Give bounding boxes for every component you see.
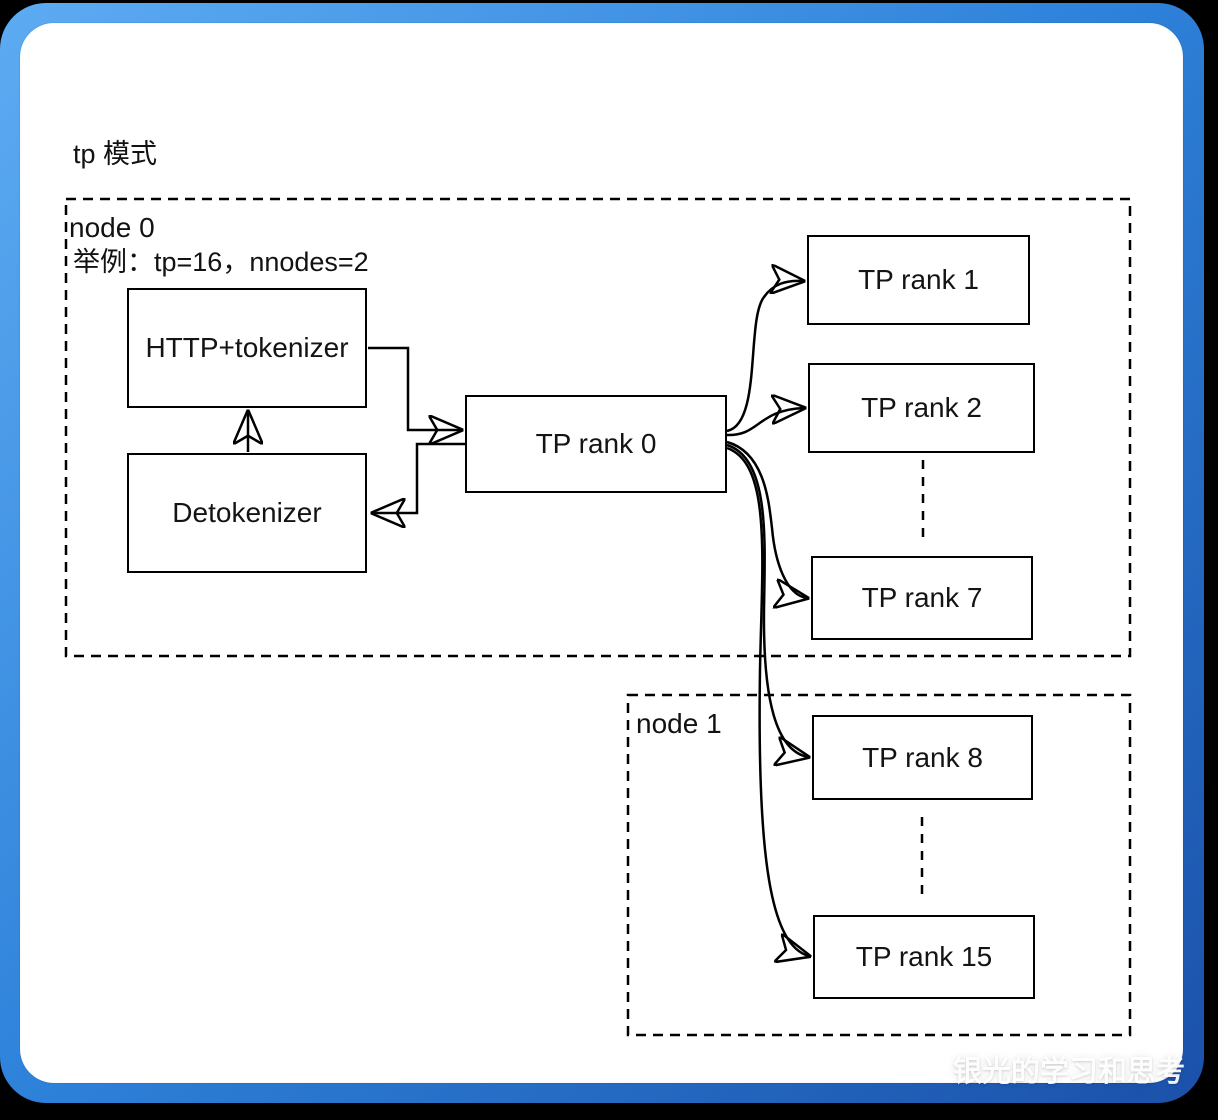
box-detokenizer-label: Detokenizer xyxy=(172,497,322,528)
box-tp-rank-8: TP rank 8 xyxy=(812,715,1033,800)
box-tp-rank-0-label: TP rank 0 xyxy=(535,428,657,459)
box-tp-rank-1-label: TP rank 1 xyxy=(858,264,979,295)
box-tp-rank-15-label: TP rank 15 xyxy=(855,941,993,972)
box-tp-rank-7: TP rank 7 xyxy=(811,556,1033,640)
box-http-tokenizer: HTTP+tokenizer xyxy=(127,288,367,408)
title-line-2: 举例：tp=16，nnodes=2 xyxy=(73,247,369,277)
box-tp-rank-8-label: TP rank 8 xyxy=(862,741,983,773)
box-tp-rank-1: TP rank 1 xyxy=(807,235,1030,325)
node0-label: node 0 xyxy=(69,212,155,243)
box-detokenizer: Detokenizer xyxy=(127,453,367,573)
box-http-tokenizer-label: HTTP+tokenizer xyxy=(145,332,349,363)
title-line-1: tp 模式 xyxy=(73,139,158,169)
node1-label: node 1 xyxy=(636,708,722,739)
box-tp-rank-15: TP rank 15 xyxy=(813,915,1035,999)
box-tp-rank-2: TP rank 2 xyxy=(808,363,1035,453)
box-tp-rank-2-label: TP rank 2 xyxy=(861,392,982,423)
box-tp-rank-7-label: TP rank 7 xyxy=(861,582,983,613)
box-tp-rank-0: TP rank 0 xyxy=(465,395,727,493)
watermark-text: 银光的学习和思考 xyxy=(953,1056,1186,1088)
